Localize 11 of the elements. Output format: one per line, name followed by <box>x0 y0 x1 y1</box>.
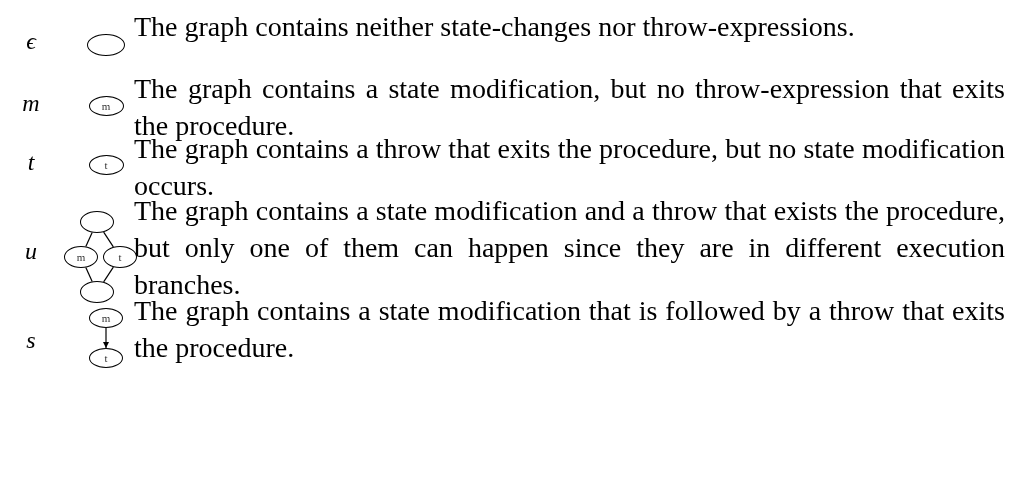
arrow <box>103 327 109 349</box>
connector-line <box>103 266 114 283</box>
row-symbol: s <box>25 327 37 354</box>
row-symbol: u <box>24 238 38 265</box>
row-symbol: m <box>21 90 41 117</box>
row-symbol: t <box>26 149 36 176</box>
connector-line <box>85 266 93 283</box>
connector-line <box>85 231 93 248</box>
row-symbol: ϵ <box>25 28 38 55</box>
connector-line <box>103 231 114 248</box>
description-text: The graph contains neither state-changes nor throw-expressions. <box>134 10 856 44</box>
